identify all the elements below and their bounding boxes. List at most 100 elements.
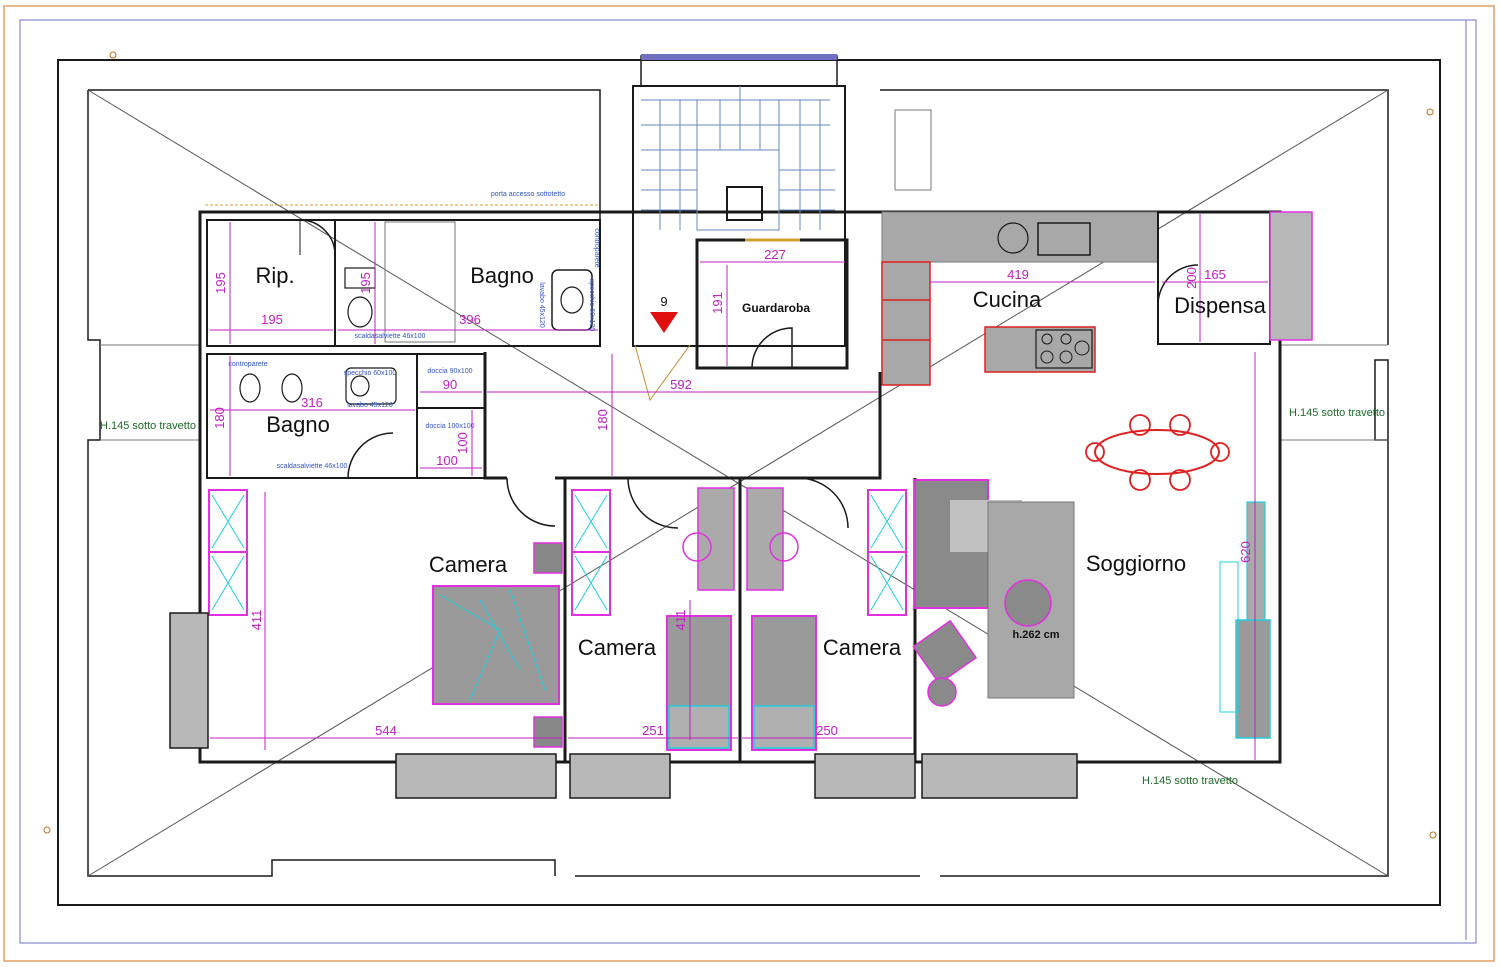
dim-251: 251 [642,723,664,738]
roof-diagonal [87,89,1389,877]
dim-100-vertical: 100 [455,432,470,454]
sheet-frame-outer [3,5,1495,962]
note-controparete-top: controparete [593,228,600,267]
dim-411-mid: 411 [673,610,688,631]
washbasin-bowl [560,286,584,314]
dim-411-left: 411 [249,610,264,631]
dim-195-horizontal: 195 [261,312,283,327]
room-label-rip: Rip. [255,263,294,288]
skylight [894,109,932,191]
dim-419: 419 [1007,267,1029,282]
sheet-frame-inner [19,19,1477,944]
dim-316: 316 [301,395,323,410]
room-label-camera-mid-right: Camera [823,635,902,660]
door-swing [1157,264,1199,306]
window-niche-bottom [395,753,557,799]
staircase [641,86,835,231]
dim-227: 227 [764,247,786,262]
ref-mark [1426,108,1434,116]
room-label-bagno-top: Bagno [470,263,534,288]
note-lavabo-left: lavabo 45x120 [347,402,393,409]
dim-100-horizontal: 100 [436,453,458,468]
shower-top [384,221,456,343]
door-swing [627,477,679,529]
tv-cabinet [1235,619,1271,739]
side-table [927,677,957,707]
wc-top [347,296,373,328]
kitchen-counter [881,211,1159,263]
dim-620: 620 [1238,541,1253,563]
dim-195-small: 195 [358,272,373,294]
wardrobe-group [208,489,907,616]
note-scaldasalviette-top: scaldasalviette 46x100 [355,333,426,340]
note-h145-left: H.145 sotto travetto [100,420,196,432]
dining-table [1094,429,1220,475]
desk-right [746,487,784,591]
nightstand [533,542,563,574]
bagno-top-room [334,219,601,347]
tv-shelf [1219,561,1239,713]
cooktop-burners [1040,333,1090,364]
dim-180-corridor: 180 [595,409,610,431]
roof-edge [88,89,601,220]
note-doccia-bottom: doccia 100x100 [425,423,474,430]
note-ceiling-height: h.262 cm [1012,629,1059,641]
double-bed [432,585,560,705]
room-label-bagno-left: Bagno [266,412,330,437]
window-niche-left [169,612,209,749]
room-label-dispensa: Dispensa [1174,293,1266,318]
wc-left [239,373,261,403]
note-porta-accesso: porta accesso sottotetto [491,191,565,198]
dim-90: 90 [443,377,457,392]
stair-window [641,54,837,60]
corridor-wall [555,372,882,480]
note-lavabo-top: lavabo 45x120 [538,282,545,328]
nightstand [533,716,563,748]
washbasin-left-bowl [350,375,370,397]
door-swing [347,432,394,479]
dim-592: 592 [670,377,692,392]
dimension-lines [210,214,1268,760]
bed-pillow [753,705,815,749]
room-label-soggiorno: Soggiorno [1086,551,1186,576]
door-swing [751,327,793,369]
entrance-door [634,344,691,402]
dim-250: 250 [816,723,838,738]
cooktop [1035,329,1093,369]
dim-195-vertical: 195 [213,272,228,294]
stair-core [726,186,763,221]
kitchen-island [984,326,1096,373]
level-marker-icon [650,312,678,333]
note-specchio: specchio 60x120 [588,279,595,332]
dim-396: 396 [459,312,481,327]
note-h145-right: H.145 sotto travetto [1289,407,1385,419]
ref-mark [43,826,51,834]
dining-chairs [1085,414,1230,491]
door-swing [299,219,336,256]
room-label-guardaroba: Guardaroba [742,301,810,315]
dim-191: 191 [710,292,725,314]
dishwasher-symbol [997,222,1029,254]
ref-mark [1429,831,1437,839]
level-marker-label: 9 [660,294,667,309]
corridor-wall [483,352,507,480]
window-niche-bottom [814,753,916,799]
room-label-camera-main: Camera [429,552,508,577]
note-scaldasalviette-left: scaldasalviette 46x100 [277,463,348,470]
note-controparete-left: controparete [228,361,267,368]
note-doccia-top: doccia 90x100 [427,368,472,375]
dim-200: 200 [1184,267,1199,289]
dim-165: 165 [1204,267,1226,282]
room-label-cucina: Cucina [973,287,1042,312]
tv-unit [1246,501,1266,621]
kitchen-sink [1037,222,1091,256]
bed-sheets [439,589,546,701]
dim-544: 544 [375,723,397,738]
window-niche-bottom [921,753,1078,799]
room-label-camera-mid-left: Camera [578,635,657,660]
note-h145-bottom: H.145 sotto travetto [1142,775,1238,787]
window-niche-bottom [569,753,671,799]
window-niche-right [1269,211,1313,341]
